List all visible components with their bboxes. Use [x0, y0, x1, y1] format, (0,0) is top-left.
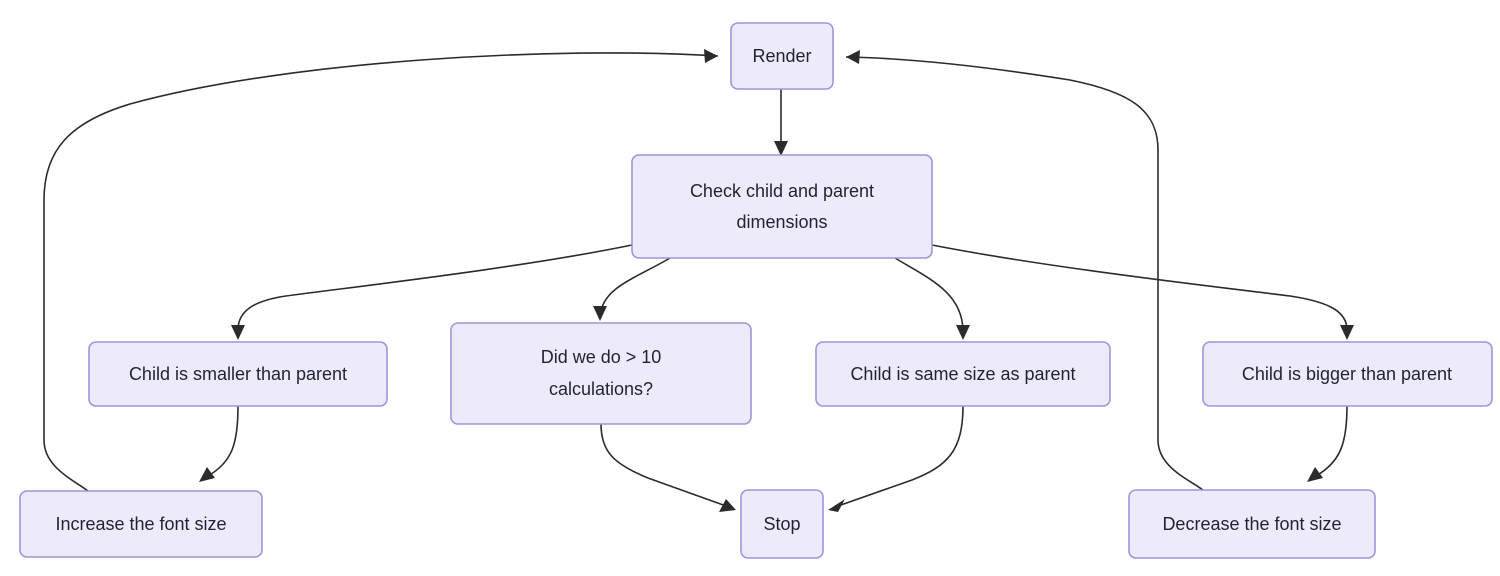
node-check[interactable]: Check child and parent dimensions	[631, 154, 933, 259]
arrowhead-smaller-increase	[199, 467, 215, 482]
edge-bigger-decrease	[1307, 405, 1348, 482]
edge-check-same	[894, 257, 970, 340]
node-render-box[interactable]	[730, 22, 834, 90]
node-calculations-box[interactable]	[450, 322, 752, 425]
arrowhead-bigger-decrease	[1307, 467, 1323, 482]
edge-check-smaller	[231, 244, 633, 340]
arrowhead-calculations-stop	[719, 499, 736, 512]
arrowhead-check-smaller	[231, 325, 245, 340]
edge-path-check-bigger	[931, 244, 1348, 331]
edge-increase-render	[43, 49, 719, 492]
node-child-smaller-box[interactable]	[88, 341, 388, 407]
edge-path-check-same	[894, 257, 964, 331]
node-calculations-label-line1: Did we do > 10	[541, 347, 662, 367]
arrowhead-render-check	[774, 141, 788, 156]
arrowhead-decrease-render	[846, 50, 860, 64]
edge-same-stop	[828, 405, 964, 512]
node-increase-font[interactable]: Increase the font size	[19, 490, 263, 558]
node-stop[interactable]: Stop	[740, 489, 824, 559]
node-decrease-font-box[interactable]	[1128, 489, 1376, 559]
node-increase-font-label: Increase the font size	[55, 514, 226, 534]
edge-path-decrease-render	[845, 56, 1204, 491]
node-calculations-label-line2: calculations?	[549, 379, 653, 399]
node-layer: Render Check child and parent dimensions…	[19, 22, 1493, 559]
node-decrease-font[interactable]: Decrease the font size	[1128, 489, 1376, 559]
node-child-same-label: Child is same size as parent	[850, 364, 1075, 384]
edge-path-check-smaller	[237, 244, 633, 331]
edge-layer	[43, 49, 1354, 512]
arrowhead-check-same	[956, 325, 970, 340]
node-stop-label: Stop	[763, 514, 800, 534]
edge-calculations-stop	[600, 423, 736, 512]
edge-path-calculations-stop	[600, 423, 727, 507]
arrowhead-same-stop	[828, 499, 845, 512]
node-increase-font-box[interactable]	[19, 490, 263, 558]
edge-path-bigger-decrease	[1315, 405, 1348, 477]
arrowhead-increase-render	[704, 49, 718, 63]
node-calculations[interactable]: Did we do > 10 calculations?	[450, 322, 752, 425]
node-stop-box[interactable]	[740, 489, 824, 559]
node-child-bigger-box[interactable]	[1202, 341, 1493, 407]
edge-path-same-stop	[837, 405, 964, 507]
edge-render-check	[774, 89, 788, 156]
node-decrease-font-label: Decrease the font size	[1162, 514, 1341, 534]
arrowhead-check-bigger	[1340, 325, 1354, 340]
node-child-smaller-label: Child is smaller than parent	[129, 364, 347, 384]
node-child-smaller[interactable]: Child is smaller than parent	[88, 341, 388, 407]
node-check-box[interactable]	[631, 154, 933, 259]
arrowhead-check-calculations	[593, 306, 607, 321]
edge-decrease-render	[845, 50, 1204, 491]
edge-check-calculations	[593, 257, 671, 321]
node-render[interactable]: Render	[730, 22, 834, 90]
node-render-label: Render	[752, 46, 811, 66]
edge-path-increase-render	[43, 52, 719, 492]
node-child-bigger[interactable]: Child is bigger than parent	[1202, 341, 1493, 407]
node-child-bigger-label: Child is bigger than parent	[1242, 364, 1452, 384]
edge-smaller-increase	[199, 405, 239, 482]
edge-path-smaller-increase	[207, 405, 239, 477]
node-check-label-line2: dimensions	[736, 212, 827, 232]
node-child-same[interactable]: Child is same size as parent	[815, 341, 1111, 407]
edge-check-bigger	[931, 244, 1354, 340]
edge-path-check-calculations	[600, 257, 671, 312]
node-check-label-line1: Check child and parent	[690, 181, 874, 201]
node-child-same-box[interactable]	[815, 341, 1111, 407]
